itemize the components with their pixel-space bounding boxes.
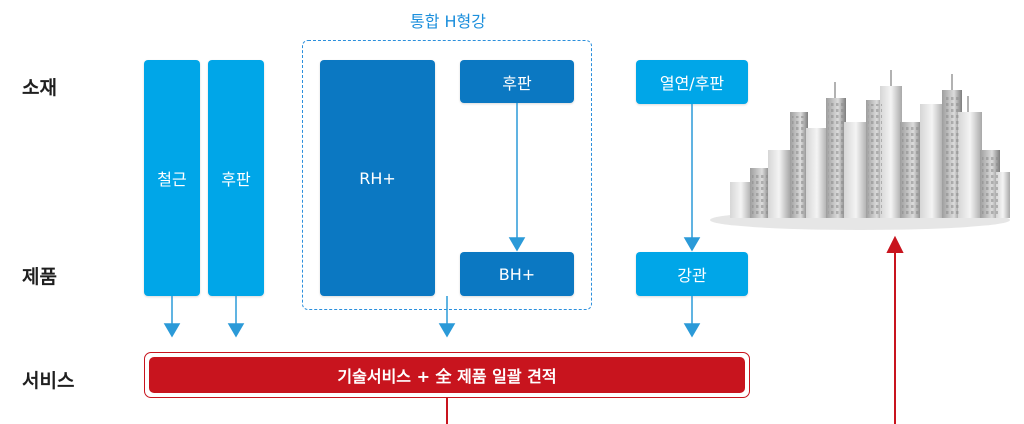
- arrow-pipe-head: [683, 323, 701, 338]
- box-hot-coil: 열연/후판: [636, 60, 748, 104]
- arrow-plate-head: [227, 323, 245, 338]
- box-plate-left: 후판: [208, 60, 264, 296]
- box-plate-top: 후판: [460, 60, 574, 103]
- row-label-product: 제품: [22, 266, 57, 288]
- row-label-material: 소재: [22, 77, 57, 99]
- arrow-coil-pipe-head: [683, 237, 701, 252]
- box-rebar: 철근: [144, 60, 200, 296]
- box-rh: RH+: [320, 60, 435, 296]
- arrow-plate-bh-head: [508, 237, 526, 252]
- red-arrow-city-head: [886, 235, 904, 253]
- city-skyline-illustration: [710, 70, 1010, 230]
- group-title: 통합 H형강: [410, 12, 486, 31]
- service-bar: 기술서비스 + 全 제품 일괄 견적: [149, 357, 745, 393]
- box-bh: BH+: [460, 252, 574, 296]
- arrow-rebar-head: [163, 323, 181, 338]
- row-label-service: 서비스: [22, 370, 75, 392]
- arrow-group-head: [438, 323, 456, 338]
- box-pipe: 강관: [636, 252, 748, 296]
